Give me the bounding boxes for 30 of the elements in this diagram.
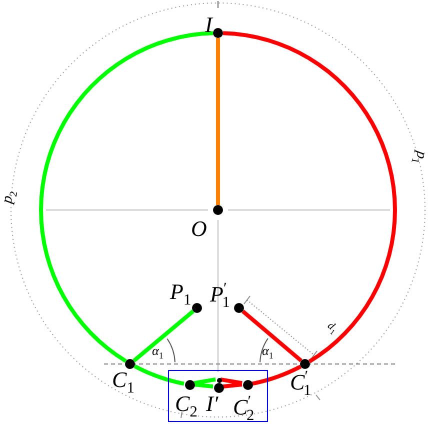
point-marker: [216, 378, 222, 382]
point-marker: [214, 383, 224, 393]
point-label: I′: [206, 393, 218, 415]
line-segment: [194, 382, 214, 388]
point-marker: [125, 359, 135, 369]
point-label: C$_{2}$: [175, 393, 198, 420]
arc: [251, 364, 302, 386]
math-label: α$_{1}$: [152, 344, 164, 361]
point-label: O: [191, 218, 207, 240]
line-segment: [220, 377, 242, 386]
math-label: α$_{1}$: [262, 344, 274, 361]
arc: [134, 364, 185, 386]
line-segment: [132, 310, 194, 362]
line-segment: [222, 382, 242, 388]
point-marker: [243, 380, 253, 390]
point-marker: [234, 303, 244, 313]
point-marker: [300, 359, 310, 369]
arc: [222, 31, 397, 364]
point-marker: [213, 28, 223, 38]
highlight-box: [168, 370, 268, 422]
arc: [39, 31, 214, 363]
point-label: P$_{1}$: [170, 281, 192, 308]
point-marker: [185, 380, 195, 390]
line-segment: [242, 310, 302, 362]
line-segment: [194, 377, 216, 386]
point-marker: [192, 303, 202, 313]
point-label: C$_{1}$: [112, 369, 134, 396]
point-marker: [213, 205, 223, 215]
line-segment: [216, 38, 220, 205]
point-label: I: [205, 14, 212, 36]
